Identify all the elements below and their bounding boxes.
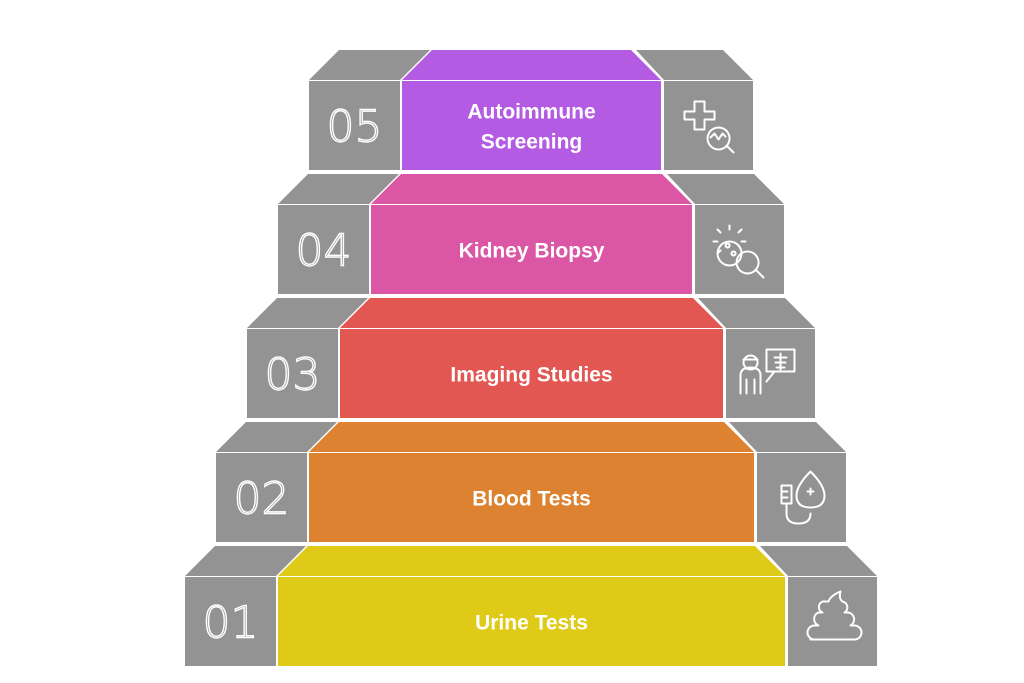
step-number: 05 (327, 102, 383, 153)
step-face (402, 81, 661, 170)
right-tread (667, 174, 784, 204)
right-tread (636, 50, 753, 80)
number-block (185, 577, 276, 666)
icon-block (757, 453, 846, 542)
step-tread (371, 174, 692, 204)
right-tread (729, 422, 846, 452)
step-04: 04 Kidney Biopsy (278, 174, 784, 294)
step-tread (402, 50, 661, 80)
doctor-xray-icon (739, 348, 796, 395)
step-number: 04 (296, 226, 352, 277)
step-number: 03 (265, 350, 321, 401)
step-label: Urine Tests (475, 612, 588, 635)
step-tread (340, 298, 723, 328)
number-block (278, 205, 369, 294)
left-tread (309, 50, 430, 80)
step-02: 02 Blood Tests (216, 422, 846, 542)
step-label: Imaging Studies (450, 364, 612, 387)
step-number: 01 (203, 598, 259, 649)
stool-sample-icon (806, 590, 863, 641)
step-face (278, 577, 785, 666)
step-label: Screening (481, 131, 583, 154)
number-block (216, 453, 307, 542)
step-label: Autoimmune (467, 101, 595, 124)
step-face (371, 205, 692, 294)
left-tread (216, 422, 337, 452)
step-label: Blood Tests (472, 488, 591, 511)
step-tread (309, 422, 754, 452)
right-tread (760, 546, 877, 576)
icon-block (788, 577, 877, 666)
right-tread (698, 298, 815, 328)
icon-block (664, 81, 753, 170)
step-label: Kidney Biopsy (459, 240, 605, 263)
left-tread (185, 546, 306, 576)
icon-block (695, 205, 784, 294)
icon-block (726, 329, 815, 418)
number-block (309, 81, 400, 170)
cell-magnifier-icon (712, 224, 765, 279)
step-number: 02 (234, 474, 290, 525)
step-face (340, 329, 723, 418)
left-tread (278, 174, 399, 204)
step-01: 01 Urine Tests (185, 546, 877, 666)
step-03: 03 Imaging Studies (247, 298, 815, 418)
medical-cross-search-icon (683, 100, 735, 154)
number-block (247, 329, 338, 418)
step-face (309, 453, 754, 542)
left-tread (247, 298, 368, 328)
step-tread (278, 546, 785, 576)
blood-drop-iv-icon (780, 470, 826, 525)
